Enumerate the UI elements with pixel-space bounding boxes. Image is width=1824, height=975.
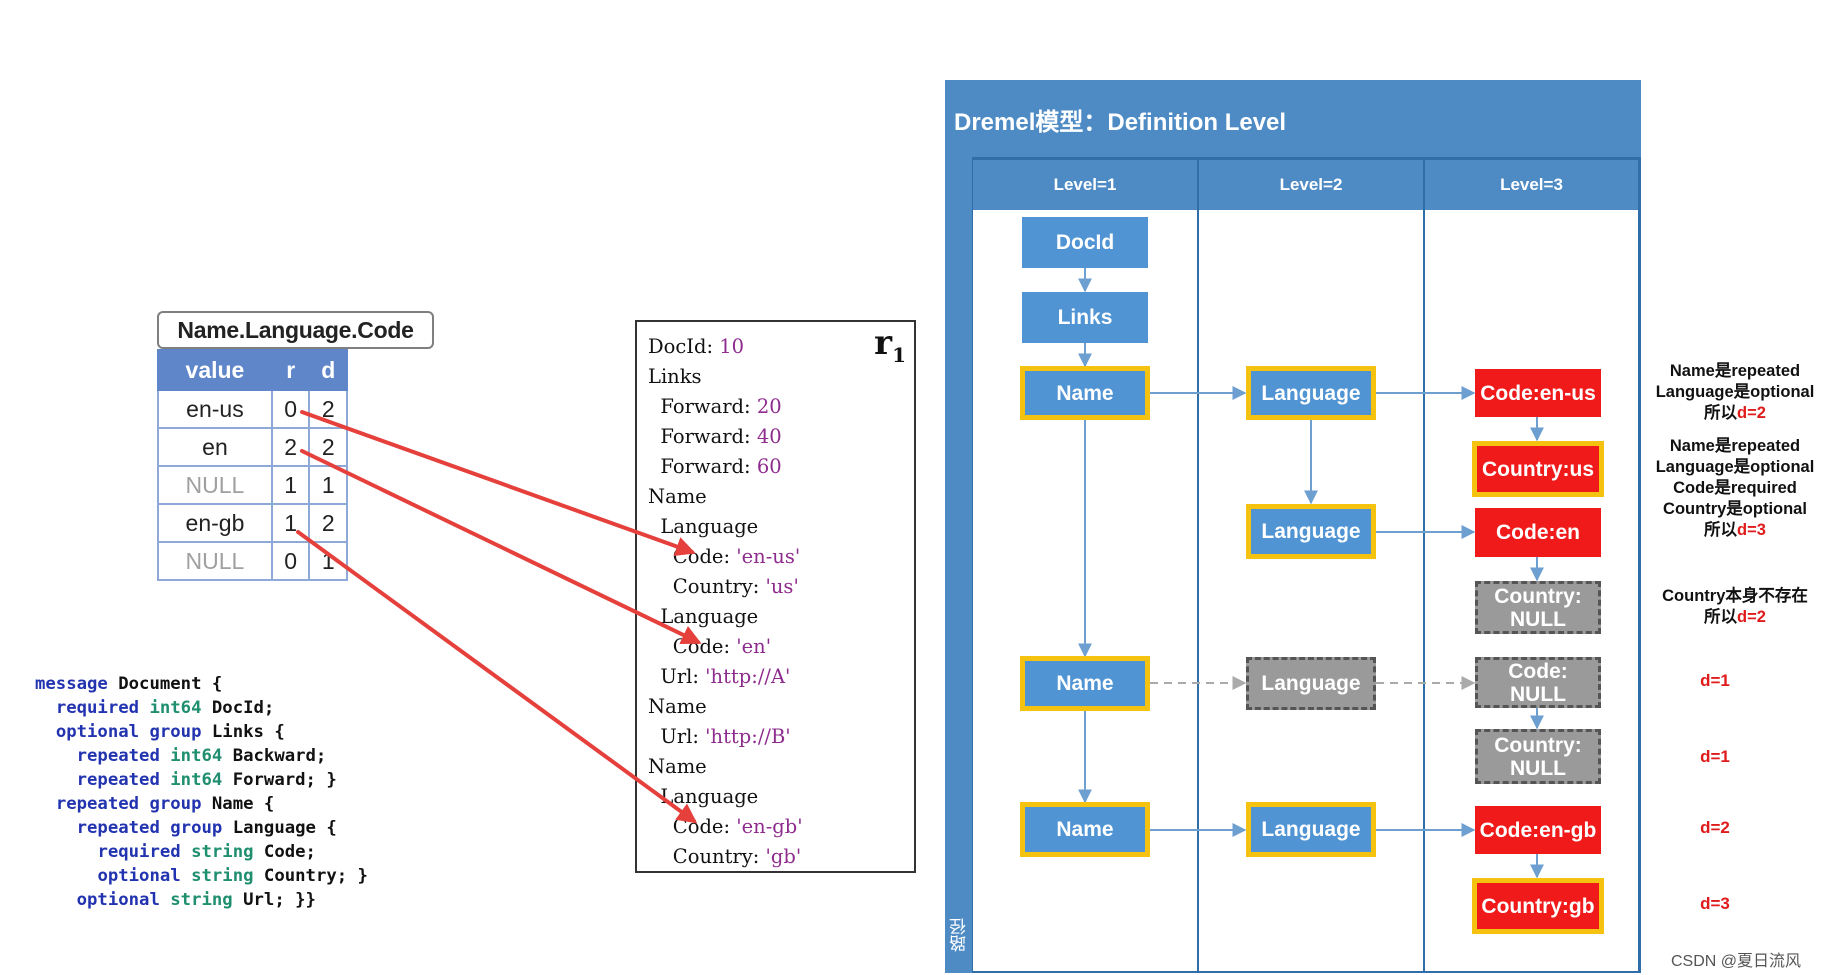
arrow-en-us-to-code: [300, 410, 696, 557]
lane-header: Level=3: [1425, 160, 1638, 210]
schema-code: message Document { required int64 DocId;…: [35, 672, 368, 912]
header-d: d: [308, 349, 348, 391]
cell-value: NULL: [157, 465, 273, 505]
record-line: Url: 'http://A': [648, 665, 791, 688]
cell-value: en-us: [157, 389, 273, 429]
header-r: r: [270, 349, 311, 391]
arrow-en-to-code: [300, 449, 702, 645]
node-links: Links: [1022, 292, 1148, 343]
lane-header: Level=2: [1199, 160, 1423, 210]
record-line: Language: [648, 515, 759, 538]
record-line: Country: 'gb': [648, 845, 802, 868]
record-line: DocId: 10: [648, 335, 745, 358]
table-row: NULL 1 1: [157, 465, 348, 505]
record-line: Language: [648, 605, 759, 628]
panel-title: Dremel模型：Definition Level: [954, 109, 1287, 136]
node-code-null: Code: NULL: [1475, 657, 1601, 708]
cell-d: 2: [308, 427, 348, 467]
cell-r: 0: [270, 541, 311, 581]
node-code-en: Code:en: [1475, 508, 1601, 557]
code-line: optional string Url; }}: [76, 890, 316, 910]
cell-d: 2: [308, 389, 348, 429]
node-name-2: Name: [1020, 656, 1150, 711]
code-line: repeated int64 Forward; }: [76, 770, 337, 790]
code-line: repeated int64 Backward;: [76, 746, 327, 766]
cell-value: en: [157, 427, 273, 467]
record-lines: DocId: 10 Links Forward: 20 Forward: 40 …: [648, 332, 803, 872]
code-line: required int64 DocId;: [55, 698, 275, 718]
table-row: en-gb 1 2: [157, 503, 348, 543]
cell-r: 1: [270, 465, 311, 505]
node-name-3: Name: [1020, 802, 1150, 857]
node-code-en-gb: Code:en-gb: [1475, 806, 1601, 854]
column-table-title: Name.Language.Code: [157, 311, 434, 349]
lane-header: Level=1: [973, 160, 1197, 210]
cell-r: 0: [270, 389, 311, 429]
code-line: optional group Links {: [55, 722, 285, 742]
node-code-en-us: Code:en-us: [1475, 369, 1601, 417]
code-line: message Document {: [35, 674, 223, 694]
record-line: Forward: 60: [648, 455, 782, 478]
header-value: value: [157, 349, 273, 391]
record-line: Forward: 40: [648, 425, 782, 448]
node-country-gb: Country:gb: [1472, 878, 1604, 934]
d-label-country-null: d=1: [1700, 747, 1730, 766]
table-row: en 2 2: [157, 427, 348, 467]
d-label-country-gb: d=3: [1700, 894, 1730, 913]
code-line: required string Code;: [97, 842, 316, 862]
column-table-header: value r d: [157, 349, 348, 391]
node-language-3: Language: [1246, 802, 1376, 857]
node-country-null-1: Country: NULL: [1475, 581, 1601, 634]
note-d2-language: Name是repeated Language是optional 所以d=2: [1655, 362, 1815, 422]
cell-r: 1: [270, 503, 311, 543]
watermark: CSDN @夏日流风: [1671, 953, 1802, 970]
column-table: value r d en-us 0 2 en 2 2 NULL 1 1 en-g…: [157, 349, 348, 581]
record-box: r1 DocId: 10 Links Forward: 20 Forward: …: [635, 320, 916, 873]
record-line: Links: [648, 365, 702, 388]
panel-side-bar: [945, 157, 972, 973]
record-label: r1: [874, 323, 906, 367]
panel-header: Dremel模型：Definition Level: [945, 80, 1641, 157]
node-country-null-2: Country: NULL: [1475, 729, 1601, 784]
cell-r: 2: [270, 427, 311, 467]
code-line: optional string Country; }: [97, 866, 368, 886]
record-line: Language: [648, 785, 759, 808]
node-language-2: Language: [1246, 504, 1376, 559]
code-line: repeated group Name {: [55, 794, 275, 814]
note-d2-country-null: Country本身不存在 所以d=2: [1662, 587, 1808, 626]
record-line: Name: [648, 695, 707, 718]
note-d3-country: Name是repeated Language是optional Code是req…: [1655, 437, 1815, 539]
record-line: Name: [648, 485, 707, 508]
table-row: NULL 0 1: [157, 541, 348, 581]
cell-value: en-gb: [157, 503, 273, 543]
d-label-code-en-gb: d=2: [1700, 818, 1730, 837]
table-row: en-us 0 2: [157, 389, 348, 429]
record-line: Name: [648, 755, 707, 778]
node-docid: DocId: [1022, 217, 1148, 268]
d-label-code-null: d=1: [1700, 671, 1730, 690]
arrow-en-gb-to-code: [296, 530, 698, 824]
record-line: Forward: 20: [648, 395, 782, 418]
record-line: Url: 'http://B': [648, 725, 791, 748]
node-country-us: Country:us: [1472, 441, 1604, 497]
cell-value: NULL: [157, 541, 273, 581]
record-line: Country: 'us': [648, 575, 799, 598]
cell-d: 2: [308, 503, 348, 543]
node-language-1: Language: [1246, 366, 1376, 420]
node-language-null: Language: [1246, 657, 1376, 710]
code-line: repeated group Language {: [76, 818, 337, 838]
node-name-1: Name: [1020, 366, 1150, 420]
